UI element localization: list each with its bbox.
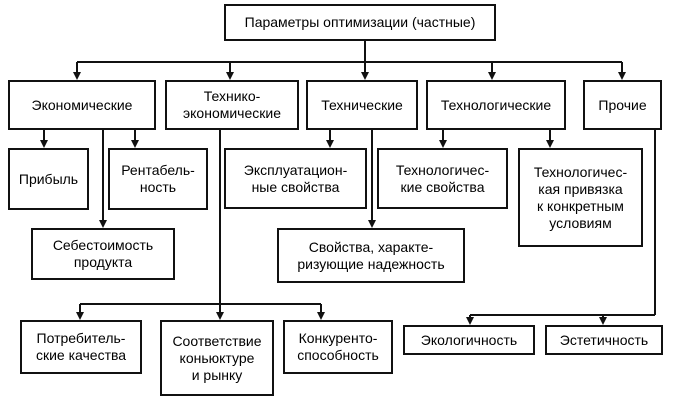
leaf-tech-binding: Технологичес- кая привязка к конкретным …	[518, 148, 643, 247]
leaf-ecology: Экологичность	[403, 325, 535, 355]
leaf-profit: Прибыль	[8, 148, 89, 210]
root-node: Параметры оптимизации (частные)	[224, 4, 496, 41]
leaf-market: Соответствие коньюктуре и рынку	[160, 320, 274, 396]
leaf-competitive: Конкуренто- способность	[283, 320, 393, 374]
leaf-consumer: Потребитель- ские качества	[20, 320, 142, 374]
leaf-tech-props: Технологичес- кие свойства	[377, 148, 508, 209]
leaf-cost: Себестоимость продукта	[31, 228, 175, 280]
category-techno-economic: Технико- экономические	[165, 80, 299, 130]
category-other: Прочие	[583, 80, 662, 130]
leaf-aesthetics: Эстетичность	[545, 325, 663, 355]
leaf-profitability: Рентабель- ность	[108, 148, 208, 210]
leaf-operational: Эксплуатацион- ные свойства	[224, 148, 367, 209]
category-economic: Экономические	[8, 80, 156, 130]
category-technical: Технические	[306, 80, 418, 130]
leaf-reliability: Свойства, характе- ризующие надежность	[277, 228, 465, 283]
category-technological: Технологические	[426, 80, 566, 130]
